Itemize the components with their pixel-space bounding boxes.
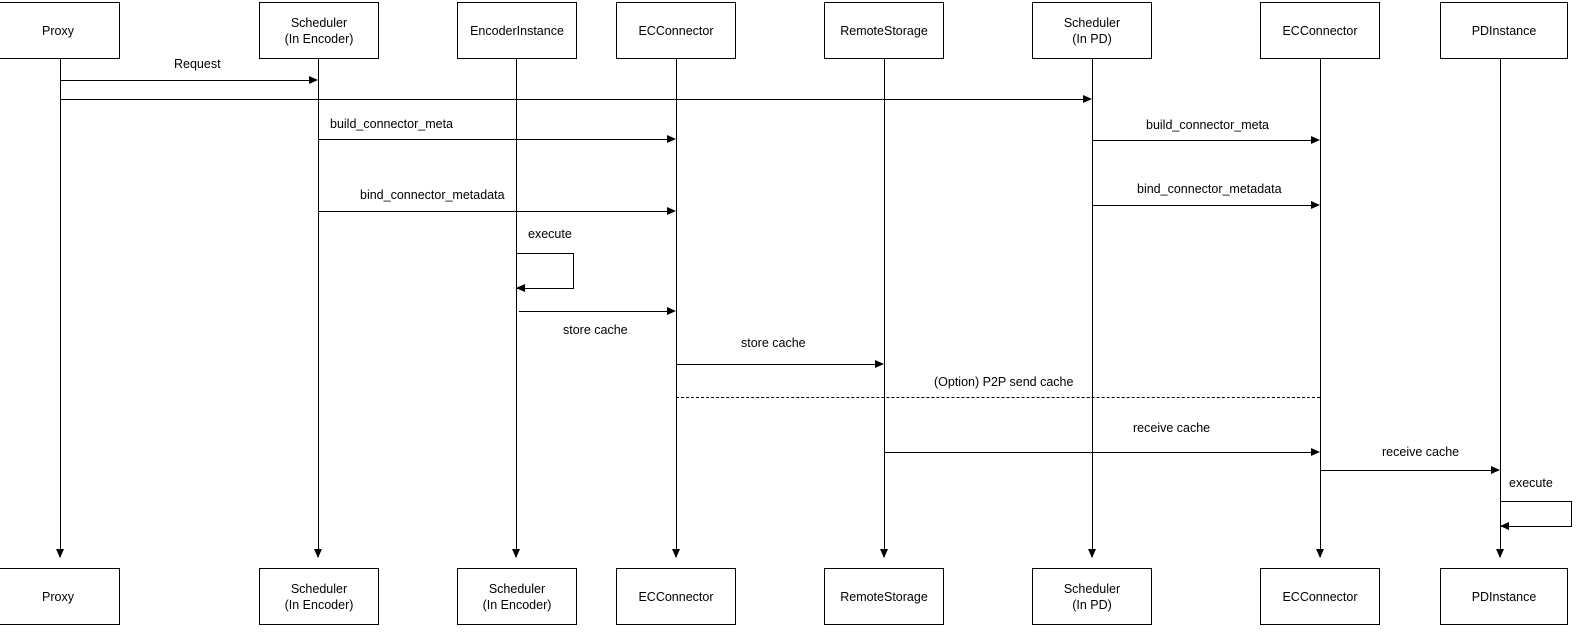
arrowhead-bind-connector-metadata-pd	[1311, 201, 1320, 209]
arrowhead-execute-pdinstance	[1500, 522, 1509, 530]
participant-box-bottom-pdinstance[interactable]: PDInstance	[1440, 568, 1568, 625]
participant-box-bottom-scheduler-in-pd[interactable]: Scheduler (In PD)	[1032, 568, 1152, 625]
participant-box-top-proxy[interactable]: Proxy	[0, 2, 120, 59]
message-arrow-store-cache-remote	[676, 364, 880, 365]
arrowhead-bind-connector-metadata-encoder	[667, 207, 676, 215]
arrowhead-build-connector-meta-encoder	[667, 135, 676, 143]
participant-box-bottom-ecconnector-encoder[interactable]: ECConnector	[616, 568, 736, 625]
participant-label: ECConnector	[638, 23, 714, 38]
participant-box-top-ecconnector-encoder[interactable]: ECConnector	[616, 2, 736, 59]
message-arrow-build-connector-meta-encoder	[318, 139, 672, 140]
message-label-receive-cache-pdinstance: receive cache	[1382, 445, 1460, 459]
message-label-build-connector-meta-encoder: build_connector_meta	[330, 117, 453, 131]
lifeline-end-arrow	[314, 549, 322, 558]
arrowhead-request	[309, 76, 318, 84]
message-label-execute-encoder: execute	[528, 227, 572, 241]
participant-sublabel: (In Encoder)	[482, 597, 552, 612]
self-loop-execute-encoder	[516, 253, 574, 289]
message-label-bind-connector-metadata-encoder: bind_connector_metadata	[360, 188, 505, 202]
message-label-execute-pdinstance: execute	[1509, 476, 1553, 490]
participant-box-top-ecconnector-pd[interactable]: ECConnector	[1260, 2, 1380, 59]
message-arrow-receive-cache-pd	[884, 452, 1316, 453]
lifeline-end-arrow	[1088, 549, 1096, 558]
message-label-build-connector-meta-pd: build_connector_meta	[1146, 118, 1269, 132]
participant-box-top-scheduler-in-pd[interactable]: Scheduler (In PD)	[1032, 2, 1152, 59]
participant-label: Scheduler	[290, 581, 348, 596]
participant-label: RemoteStorage	[840, 589, 928, 604]
lifeline-ecconnector-pd	[1320, 59, 1321, 557]
lifeline-end-arrow	[1316, 549, 1324, 558]
lifeline-pdinstance	[1500, 59, 1501, 557]
message-arrow-receive-cache-pdinstance	[1320, 470, 1492, 471]
participant-label: EncoderInstance	[470, 23, 564, 38]
participant-label: Scheduler	[290, 15, 348, 30]
arrowhead-store-cache-remote	[875, 360, 884, 368]
participant-box-bottom-proxy[interactable]: Proxy	[0, 568, 120, 625]
participant-label: Scheduler	[488, 581, 546, 596]
participant-label: PDInstance	[1471, 589, 1537, 604]
message-label-store-cache-remote: store cache	[741, 336, 806, 350]
arrowhead-receive-cache-pdinstance	[1491, 466, 1500, 474]
lifeline-proxy	[60, 59, 61, 557]
message-label-p2p-send-cache: (Option) P2P send cache	[934, 375, 1074, 389]
message-label-store-cache-encoder: store cache	[563, 323, 628, 337]
arrowhead-receive-cache-pd	[1311, 448, 1320, 456]
participant-box-top-scheduler-in-encoder[interactable]: Scheduler (In Encoder)	[259, 2, 379, 59]
lifeline-ecconnector-encoder	[676, 59, 677, 557]
message-arrow-bind-connector-metadata-pd	[1092, 205, 1316, 206]
lifeline-end-arrow	[56, 549, 64, 558]
participant-box-bottom-remotestorage[interactable]: RemoteStorage	[824, 568, 944, 625]
message-label-bind-connector-metadata-pd: bind_connector_metadata	[1137, 182, 1282, 196]
participant-label: PDInstance	[1471, 23, 1537, 38]
participant-box-bottom-scheduler-in-encoder[interactable]: Scheduler (In Encoder)	[259, 568, 379, 625]
arrowhead-store-cache-encoder	[667, 307, 676, 315]
participant-label: ECConnector	[1282, 23, 1358, 38]
message-arrow-build-connector-meta-pd	[1092, 140, 1316, 141]
message-arrow-proxy-to-scheduler-pd	[60, 99, 1086, 100]
message-arrow-bind-connector-metadata-encoder	[318, 211, 672, 212]
lifeline-scheduler-in-encoder	[318, 59, 319, 557]
participant-sublabel: (In Encoder)	[284, 597, 354, 612]
participant-box-bottom-ecconnector-pd[interactable]: ECConnector	[1260, 568, 1380, 625]
participant-sublabel: (In Encoder)	[284, 31, 354, 46]
message-arrow-p2p-send-cache	[676, 397, 1320, 398]
lifeline-end-arrow	[672, 549, 680, 558]
arrowhead-execute-encoder	[516, 284, 525, 292]
participant-label: RemoteStorage	[840, 23, 928, 38]
participant-box-top-pdinstance[interactable]: PDInstance	[1440, 2, 1568, 59]
lifeline-encoderinstance	[516, 59, 517, 557]
participant-label: ECConnector	[638, 589, 714, 604]
self-loop-execute-pdinstance	[1500, 501, 1572, 527]
lifeline-scheduler-in-pd	[1092, 59, 1093, 557]
lifeline-remotestorage	[884, 59, 885, 557]
participant-box-top-remotestorage[interactable]: RemoteStorage	[824, 2, 944, 59]
message-arrow-store-cache-encoder	[519, 311, 672, 312]
participant-sublabel: (In PD)	[1072, 597, 1112, 612]
participant-label: ECConnector	[1282, 589, 1358, 604]
message-label-request: Request	[174, 57, 221, 71]
message-arrow-request	[60, 80, 312, 81]
participant-label: Proxy	[42, 589, 74, 604]
lifeline-end-arrow	[880, 549, 888, 558]
arrowhead-build-connector-meta-pd	[1311, 136, 1320, 144]
arrowhead-proxy-to-scheduler-pd	[1083, 95, 1092, 103]
lifeline-end-arrow	[1496, 549, 1504, 558]
participant-box-top-encoderinstance[interactable]: EncoderInstance	[457, 2, 577, 59]
lifeline-end-arrow	[512, 549, 520, 558]
participant-label: Scheduler	[1063, 15, 1121, 30]
message-label-receive-cache-pd: receive cache	[1133, 421, 1211, 435]
participant-box-bottom-encoderinstance[interactable]: Scheduler (In Encoder)	[457, 568, 577, 625]
participant-label: Proxy	[42, 23, 74, 38]
participant-label: Scheduler	[1063, 581, 1121, 596]
participant-sublabel: (In PD)	[1072, 31, 1112, 46]
